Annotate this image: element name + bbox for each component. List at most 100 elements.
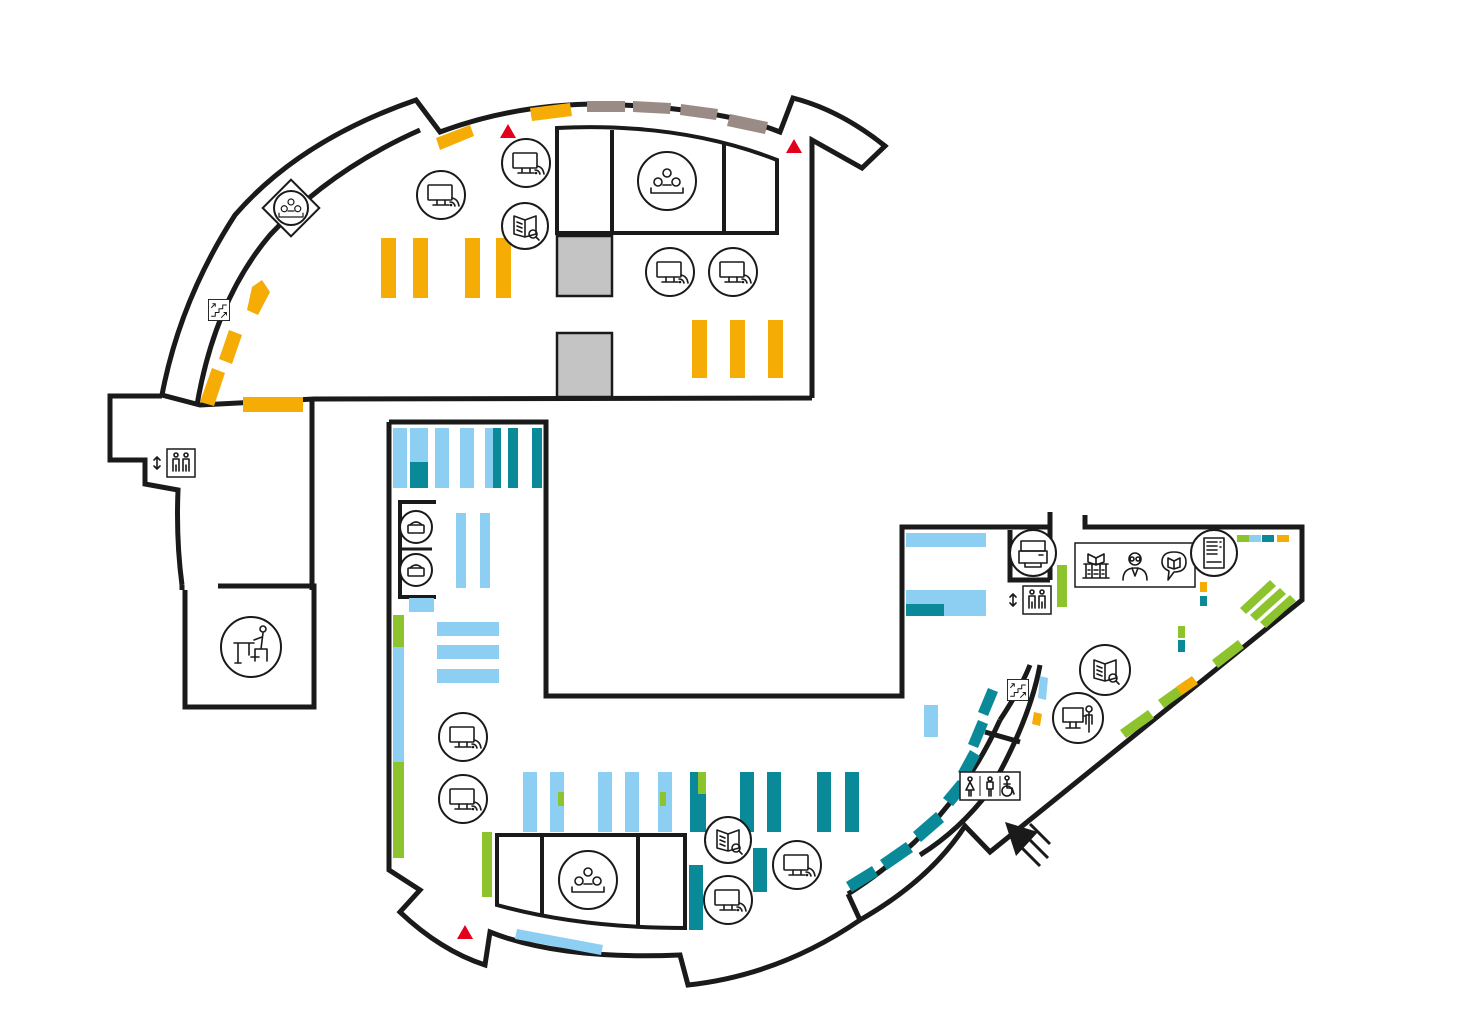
shelf — [1200, 582, 1207, 592]
shelf — [906, 533, 986, 547]
presentation-icon[interactable] — [1052, 692, 1104, 744]
storage-room-2 — [555, 331, 614, 399]
shelf — [409, 598, 434, 612]
shelf — [460, 428, 474, 488]
shelf — [587, 101, 625, 112]
shelf — [496, 238, 511, 298]
stairs-icon[interactable] — [207, 298, 231, 322]
exit-markers — [457, 124, 802, 939]
shelf — [768, 320, 783, 378]
computer-workstation-icon[interactable] — [501, 138, 551, 188]
elevator-icon[interactable] — [153, 448, 196, 478]
shelf — [437, 645, 499, 659]
scanner-icon[interactable] — [399, 510, 433, 544]
computer-workstation-icon[interactable] — [416, 170, 466, 220]
copier-icon[interactable] — [1009, 529, 1057, 577]
shelf — [692, 320, 707, 378]
shelf — [633, 101, 671, 114]
shelf — [1250, 588, 1286, 621]
shelf — [200, 368, 225, 406]
shelf — [247, 280, 270, 315]
shelf — [767, 772, 781, 832]
shelf — [243, 397, 303, 412]
shelf — [465, 238, 480, 298]
shelf — [410, 462, 428, 488]
shelf — [1237, 535, 1249, 542]
shelf — [1200, 596, 1207, 606]
scanner-icon[interactable] — [399, 553, 433, 587]
help-chat-icon[interactable] — [1161, 551, 1187, 581]
shelf — [1120, 710, 1154, 738]
shelf — [508, 428, 518, 488]
shelf — [817, 772, 831, 832]
shelf — [958, 750, 980, 778]
shelf — [558, 792, 564, 806]
emergency-exit-marker-icon — [500, 124, 516, 138]
emergency-exit-marker-icon — [457, 925, 473, 939]
shelf — [1032, 712, 1042, 726]
shelf — [1212, 640, 1244, 668]
shelf — [753, 848, 767, 892]
shelf — [456, 513, 466, 588]
shelf — [393, 647, 404, 762]
shelf — [413, 238, 428, 298]
computer-workstation-icon[interactable] — [438, 712, 488, 762]
reading-search-icon[interactable] — [704, 816, 752, 864]
shelf — [393, 615, 404, 647]
service-desk-panel — [1074, 542, 1196, 588]
library-service-icon[interactable] — [1082, 553, 1110, 579]
shelf — [1176, 676, 1198, 695]
shelf — [393, 762, 404, 858]
storage-room-1 — [555, 234, 614, 298]
shelf — [968, 720, 988, 748]
study-desk-icon[interactable] — [220, 616, 282, 678]
scanner-booths — [398, 500, 436, 599]
computer-workstation-icon[interactable] — [772, 840, 822, 890]
shelf — [1178, 640, 1185, 652]
shelf — [550, 772, 564, 832]
shelf — [625, 772, 639, 832]
group-study-room-icon[interactable] — [261, 178, 321, 238]
shelf — [880, 842, 913, 870]
shelf — [482, 832, 492, 897]
right-icons — [959, 529, 1238, 801]
shelf — [727, 114, 768, 134]
reading-search-icon[interactable] — [501, 202, 549, 250]
shelf — [913, 812, 944, 842]
shelf — [393, 428, 407, 488]
shelf — [598, 772, 612, 832]
shelf — [1240, 580, 1276, 614]
shelf — [437, 622, 499, 636]
shelf — [1277, 535, 1289, 542]
computer-workstation-icon[interactable] — [645, 247, 695, 297]
stairs-icon[interactable] — [1006, 678, 1030, 702]
computer-workstation-icon[interactable] — [708, 247, 758, 297]
shelf — [689, 865, 703, 930]
shelf — [1260, 595, 1296, 628]
shelf — [680, 104, 718, 120]
librarian-icon[interactable] — [1122, 552, 1148, 581]
group-study-room-icon[interactable] — [558, 850, 618, 910]
shelf — [730, 320, 745, 378]
emergency-exit-marker-icon — [786, 139, 802, 153]
computer-workstation-icon[interactable] — [438, 774, 488, 824]
upper-shelves — [200, 101, 783, 412]
upper-group-rooms — [555, 125, 779, 399]
entrance-arrow-icon[interactable] — [1005, 822, 1052, 868]
shelf — [1178, 626, 1185, 638]
group-study-room-icon[interactable] — [637, 151, 697, 211]
lower-shelves — [393, 428, 1296, 955]
shelf — [480, 513, 490, 588]
reading-search-icon[interactable] — [1079, 644, 1131, 696]
shelf — [845, 772, 859, 832]
computer-workstation-icon[interactable] — [703, 875, 753, 925]
restroom-icon[interactable] — [959, 771, 1021, 801]
elevator-icon[interactable] — [1009, 585, 1052, 615]
shelf — [1262, 535, 1274, 542]
upper-wing-walls — [107, 95, 889, 710]
central-icons — [399, 510, 822, 925]
vending-machine-icon[interactable] — [1190, 529, 1238, 577]
upper-icons — [153, 138, 758, 678]
shelf — [924, 705, 938, 737]
